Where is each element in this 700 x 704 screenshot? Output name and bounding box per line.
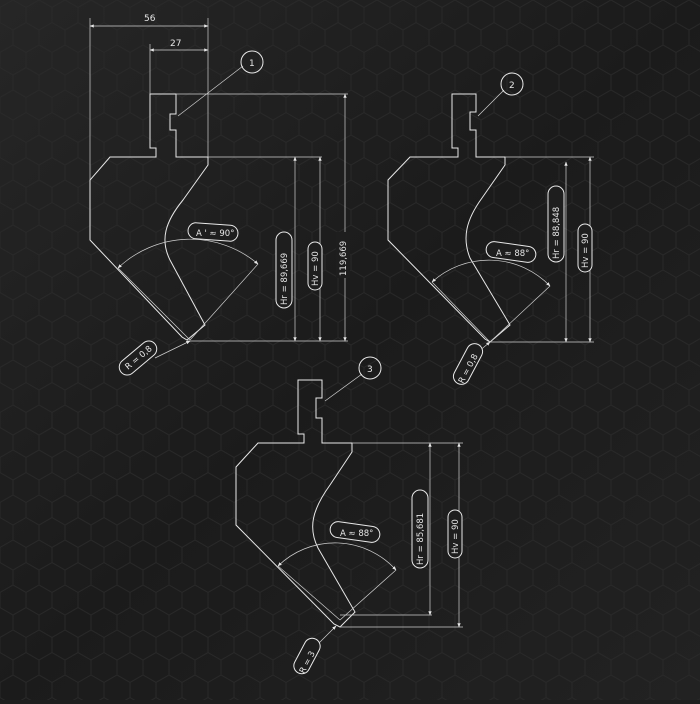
tool-1-width-tang: 27 bbox=[170, 39, 181, 49]
tool-1-balloon bbox=[240, 50, 264, 74]
tool-1-hr: Hr = 89,669 bbox=[280, 253, 290, 305]
tool-2-hv: Hv = 90 bbox=[581, 233, 591, 268]
tool-2-number: 2 bbox=[509, 81, 515, 91]
tool-3-balloon bbox=[358, 356, 382, 380]
tool-3-angle: A ≈ 88° bbox=[340, 529, 373, 539]
tool-3-hr: Hr = 85,681 bbox=[416, 513, 426, 565]
tool-2-hr: Hr = 88,848 bbox=[552, 207, 562, 259]
tool-3-number: 3 bbox=[367, 365, 373, 375]
tool-1-h-total: 119,669 bbox=[339, 241, 349, 276]
tool-3-hv: Hv = 90 bbox=[451, 519, 461, 554]
tool-2-outline bbox=[387, 93, 511, 343]
tool-1: 56 27 1 Hr = 89,669 Hv = 90 119,669 A ' … bbox=[89, 14, 350, 376]
tool-1-hv: Hv = 90 bbox=[311, 251, 321, 286]
tool-1-angle: A ' ≈ 90° bbox=[196, 229, 234, 239]
tool-2: 2 Hr = 88,848 Hv = 90 A ≈ 88° R = 0,8 bbox=[387, 72, 594, 385]
tool-2-angle: A ≈ 88° bbox=[496, 249, 529, 259]
tool-1-width-total: 56 bbox=[144, 14, 156, 24]
tool-3-outline bbox=[235, 379, 356, 628]
tool-2-balloon bbox=[500, 72, 524, 96]
tool-1-number: 1 bbox=[249, 59, 255, 69]
